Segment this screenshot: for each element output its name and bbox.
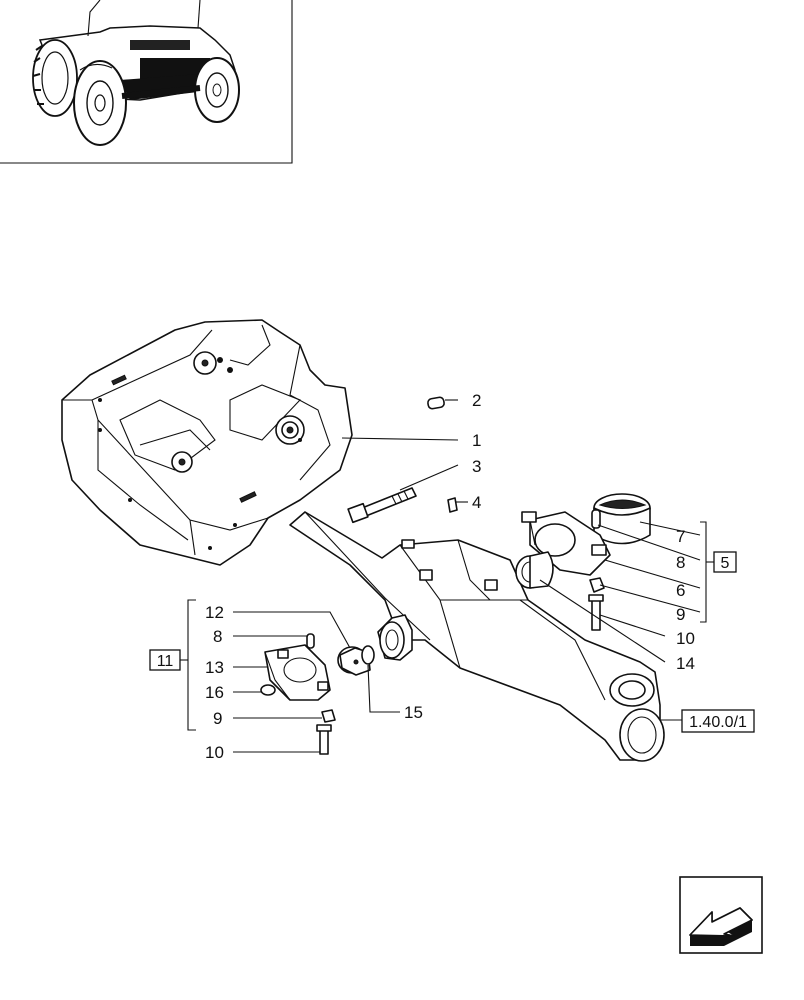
washer-9-right <box>589 577 605 593</box>
callout-9-left: 9 <box>213 709 222 728</box>
callout-8-left: 8 <box>213 627 222 646</box>
leader-lines <box>180 399 714 753</box>
pin-8-right <box>591 509 601 529</box>
bush-14 <box>515 551 554 589</box>
support-frame <box>61 319 353 566</box>
reference-box[interactable]: 1.40.0/1 <box>681 709 755 733</box>
callout-13: 13 <box>205 658 224 677</box>
group-box-5: 5 <box>713 551 737 573</box>
front-axle-beam <box>289 511 665 762</box>
callout-1: 1 <box>472 431 481 450</box>
reference-box-label: 1.40.0/1 <box>689 714 747 731</box>
bearing-bush-7 <box>593 493 651 545</box>
callout-15: 15 <box>404 703 423 722</box>
support-13 <box>264 644 331 701</box>
tractor-thumbnail <box>0 0 293 164</box>
group-box-11: 11 <box>149 649 181 671</box>
bolt-3 <box>347 487 417 524</box>
back-arrow-icon[interactable] <box>679 876 763 954</box>
callout-10-right: 10 <box>676 629 695 648</box>
callout-3: 3 <box>472 457 481 476</box>
callout-8-right: 8 <box>676 553 685 572</box>
group-box-5-label: 5 <box>721 555 730 572</box>
washer-15 <box>361 645 375 665</box>
pin-2 <box>427 396 445 410</box>
grease-fitting-16 <box>260 684 276 696</box>
bolt-10-left <box>316 724 332 755</box>
key-4 <box>447 497 458 513</box>
callout-14: 14 <box>676 654 695 673</box>
callout-7: 7 <box>676 527 685 546</box>
callout-12: 12 <box>205 603 224 622</box>
callout-4: 4 <box>472 493 481 512</box>
callout-16: 16 <box>205 683 224 702</box>
callout-10-left: 10 <box>205 743 224 762</box>
group-box-11-label: 11 <box>157 653 174 670</box>
bolt-10-right <box>588 594 604 631</box>
washer-9-left <box>321 709 336 723</box>
callout-2: 2 <box>472 391 481 410</box>
pin-8-left <box>306 633 315 649</box>
callout-6: 6 <box>676 581 685 600</box>
callout-9-right: 9 <box>676 605 685 624</box>
